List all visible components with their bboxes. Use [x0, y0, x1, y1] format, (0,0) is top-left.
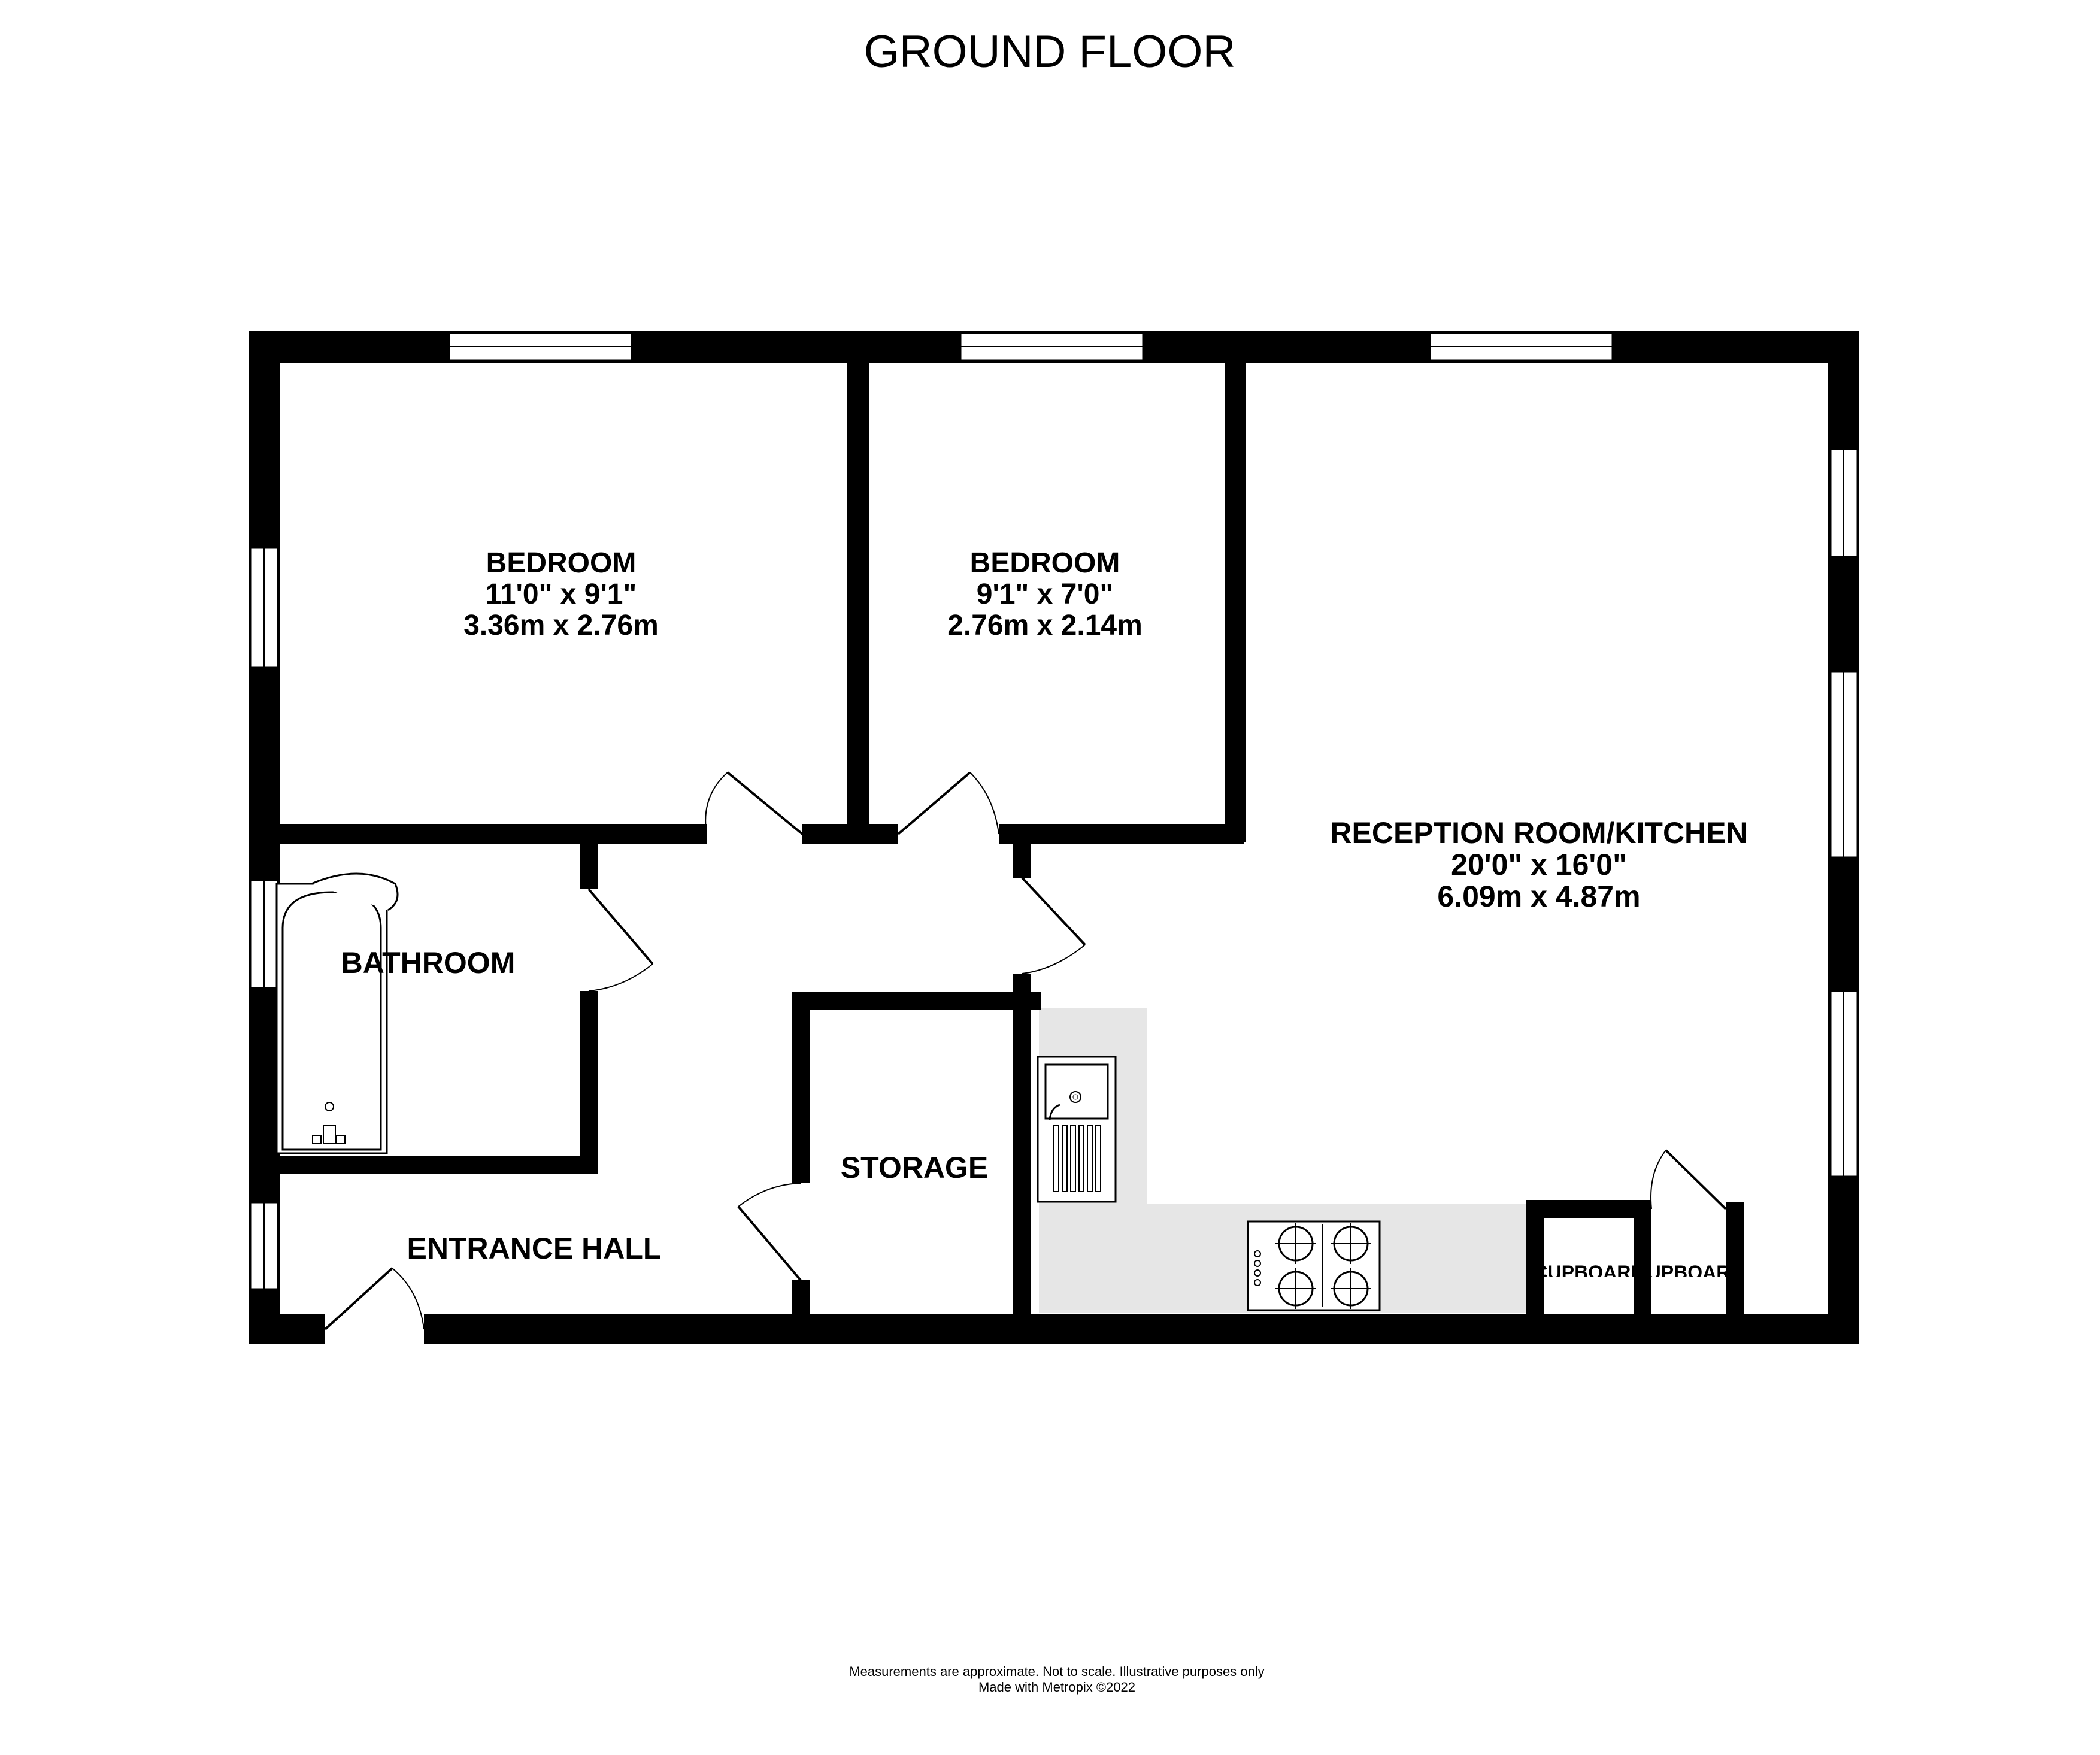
- room-label-bedroom-1: BEDROOM 11'0" x 9'1" 3.36m x 2.76m: [463, 547, 659, 641]
- sink-icon: [1037, 1056, 1117, 1203]
- window-top-2: [959, 332, 1144, 362]
- door-bathroom: [587, 888, 654, 992]
- doors: [324, 771, 1727, 1330]
- room-label-entrance-hall: ENTRANCE HALL: [407, 1232, 662, 1265]
- svg-text:6.09m x 4.87m: 6.09m x 4.87m: [1437, 880, 1640, 913]
- bath-icon: [275, 872, 399, 1154]
- door-openings: [325, 824, 1726, 1344]
- door-storage: [737, 1183, 802, 1281]
- window-left-2: [250, 879, 279, 989]
- window-right-2: [1829, 671, 1859, 859]
- room-label-cupboard-1: CUPBOARD: [1534, 1262, 1645, 1283]
- footer-credit: Made with Metropix ©2022: [978, 1680, 1135, 1695]
- room-label-cupboard-2: CUPBOARD: [1634, 1262, 1744, 1283]
- svg-text:20'0" x 16'0": 20'0" x 16'0": [1451, 848, 1627, 881]
- room-label-storage: STORAGE: [841, 1151, 988, 1184]
- svg-text:2.76m x 2.14m: 2.76m x 2.14m: [947, 610, 1143, 641]
- room-label-reception: RECEPTION ROOM/KITCHEN 20'0" x 16'0" 6.0…: [1330, 816, 1747, 913]
- door-reception: [1021, 877, 1086, 974]
- svg-text:BEDROOM: BEDROOM: [486, 547, 637, 579]
- window-left-1: [250, 547, 279, 669]
- svg-text:9'1" x 7'0": 9'1" x 7'0": [977, 578, 1114, 610]
- svg-text:BEDROOM: BEDROOM: [970, 547, 1120, 579]
- window-right-1: [1829, 448, 1859, 558]
- hob-icon: [1247, 1220, 1381, 1311]
- door-cupboard: [1650, 1149, 1727, 1210]
- window-top-3: [1429, 332, 1614, 362]
- door-bedroom-2: [897, 771, 999, 835]
- svg-text:3.36m x 2.76m: 3.36m x 2.76m: [463, 610, 659, 641]
- room-label-bedroom-2: BEDROOM 9'1" x 7'0" 2.76m x 2.14m: [947, 547, 1143, 641]
- svg-text:11'0" x 9'1": 11'0" x 9'1": [486, 578, 637, 610]
- window-left-3: [250, 1201, 279, 1290]
- floor-title: GROUND FLOOR: [864, 26, 1236, 77]
- window-right-3: [1829, 990, 1859, 1178]
- svg-text:RECEPTION ROOM/KITCHEN: RECEPTION ROOM/KITCHEN: [1330, 816, 1747, 850]
- door-bedroom-1: [705, 771, 804, 835]
- window-top-1: [448, 332, 633, 362]
- door-entrance: [324, 1267, 425, 1330]
- windows: [250, 332, 1859, 1290]
- footer-disclaimer: Measurements are approximate. Not to sca…: [849, 1664, 1264, 1679]
- interior-walls: [280, 363, 1744, 1344]
- room-label-bathroom: BATHROOM: [341, 946, 516, 980]
